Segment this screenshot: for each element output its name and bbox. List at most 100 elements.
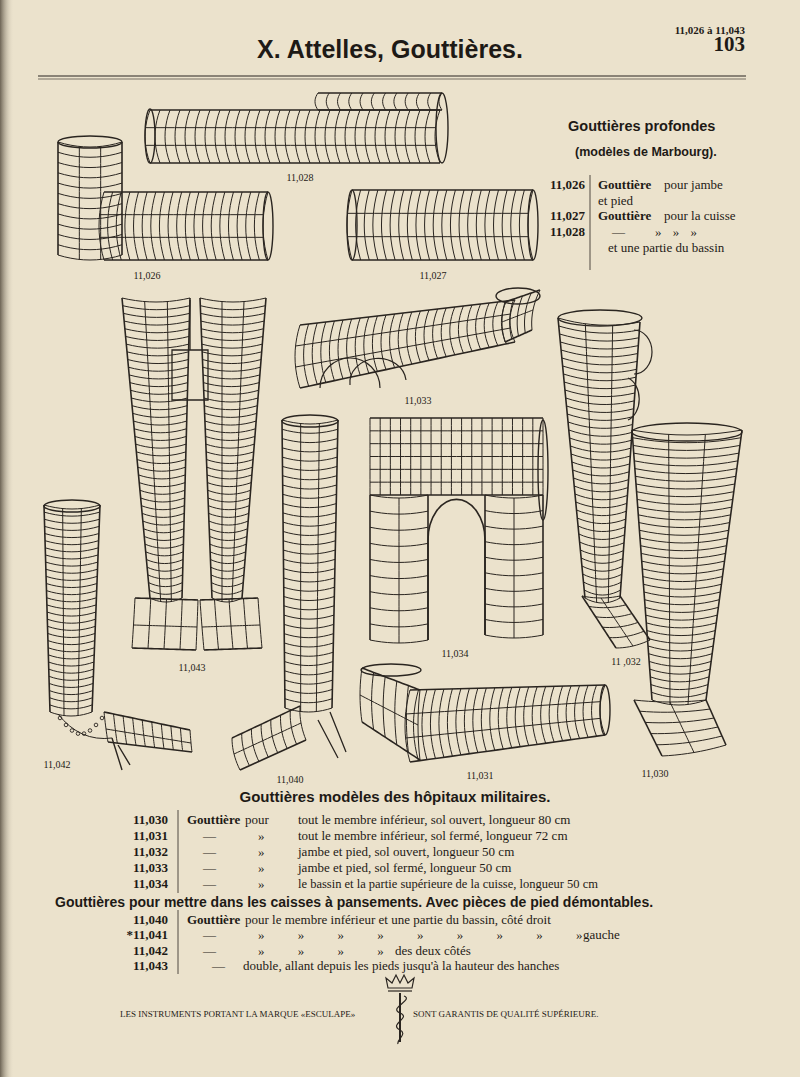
item-text: pour jambe et pied [598,177,733,209]
wire-rail [106,729,191,743]
wire-rail [505,330,532,342]
wire-rib [48,633,95,637]
wire-rib [133,413,187,417]
wire-rib [180,600,182,650]
wire-rib [215,110,220,163]
item-word: Gouttière [598,177,651,193]
wire-rib [649,661,711,666]
wire-rib [285,699,332,703]
wire-rib [326,93,329,110]
catalog-number: 11,043 [133,958,168,974]
wire-rib [651,692,707,697]
wire-rail [362,722,420,760]
wire-rib [442,190,447,260]
wire-rib [203,192,208,260]
wire-rib [45,534,99,538]
wire-rail [100,214,264,215]
wire-rib [418,690,420,760]
wire-rib [46,584,97,588]
item-word: Gouttière [187,912,240,928]
wire-rib [559,326,640,333]
wire-rib [284,643,333,647]
wire-rib [283,504,336,508]
wire-gutter [347,190,533,260]
wire-rib [202,344,262,348]
wire-rib [347,319,352,377]
wire-rib [275,110,280,163]
wire-rail [200,298,212,598]
wire-rib [128,367,188,371]
ditto-dash: — [203,860,216,876]
wire-rib [575,686,580,739]
wire-rib [355,110,360,163]
wire-rail [688,434,705,704]
wire-rib [284,587,335,591]
wire-rib [152,722,155,748]
wire-rib [283,531,336,535]
wire-rib [136,444,186,448]
wire-rib [203,367,261,371]
wire-rib [207,467,253,471]
wire-gutter [632,430,742,705]
wire-rib [149,590,182,594]
wire-rib [151,192,156,260]
item-text: double, allant depuis les pieds jusqu'à … [243,958,559,974]
wire-rib [104,712,108,742]
wire-part [628,378,639,420]
wire-rail [104,191,268,193]
wire-hoop [263,192,273,260]
wire-rib [124,321,189,325]
wire-rib [50,705,92,709]
wire-rail [121,142,123,255]
wire-rail [300,342,515,388]
wire-rail [370,456,543,457]
wire-rib [564,382,635,389]
wire-rib [375,110,380,163]
catalog-number: 11,034 [133,876,168,892]
wire-rib [616,640,650,648]
wire-rib [136,452,186,456]
wire-rail [167,302,171,602]
wire-rail [122,298,150,598]
wire-rail [78,509,81,716]
wire-rib [636,484,735,489]
section-heading: Gouttières profondes [568,118,715,134]
wire-rib [139,475,186,479]
wire-rib [349,93,352,110]
wire-rib [126,344,188,348]
wire-gutter [315,93,442,110]
wire-hoop [558,310,642,326]
wire-part [634,330,652,374]
wire-rail [399,498,400,643]
wire-rib [560,342,638,349]
wire-rib [58,245,122,250]
wire-rail [370,430,543,431]
wire-rib [235,110,240,163]
wire-rib [285,680,333,684]
wire-gutter [282,420,338,712]
wire-rib [284,624,334,628]
wire-rib [125,192,130,260]
wire-gutter [295,300,515,388]
wire-rib [662,745,726,756]
wire-rib [201,313,265,317]
wire-gutter [145,110,440,163]
wire-rail [706,430,742,700]
wire-rib [44,505,100,509]
table-rule [590,175,591,270]
wire-rib [47,598,97,602]
wire-rib [283,494,337,498]
wire-rib [639,523,730,528]
wire-rib [634,453,739,458]
wire-rib [205,429,255,433]
wire-rail [296,328,511,367]
wire-rib [447,689,452,756]
wire-rib [149,583,183,587]
section-subheading: (modèles de Marbourg). [575,144,717,160]
wire-rail [182,298,190,598]
wire-gutter [485,495,543,638]
wire-rib [144,529,184,533]
wire-rib [580,542,624,547]
wire-rib [45,548,98,552]
wire-rib [185,192,190,260]
